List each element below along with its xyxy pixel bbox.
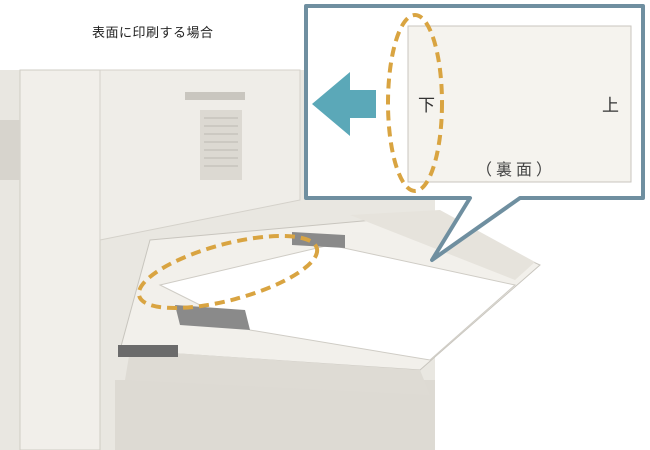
highlight-ellipse-icon bbox=[386, 13, 444, 193]
paper-guide bbox=[175, 232, 345, 330]
vent-grille bbox=[200, 110, 242, 180]
caption-title: 表面に印刷する場合 bbox=[92, 26, 214, 41]
paper-side-label: （裏面） bbox=[476, 160, 557, 179]
highlight-ellipse-icon bbox=[136, 233, 320, 311]
paper-edge-top-label: 上 bbox=[602, 96, 619, 116]
paper-sheet-zoomed bbox=[407, 25, 632, 183]
left-arrow-icon bbox=[312, 72, 376, 136]
paper-edge-bottom-label: 下 bbox=[418, 96, 435, 116]
